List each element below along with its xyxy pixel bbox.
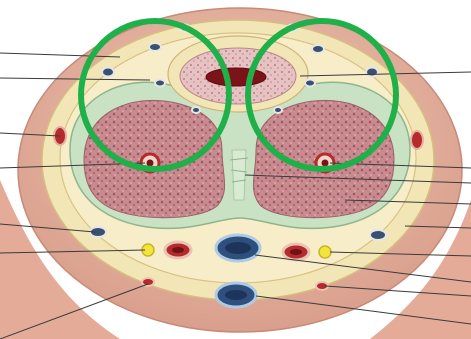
deep-artery-left-lumen [147,160,154,167]
deep-artery-right-lumen [322,160,329,167]
dorsal-nerve-right [319,246,331,258]
superficial-artery-left [142,278,154,286]
septum [232,150,246,200]
urethra [206,68,266,86]
